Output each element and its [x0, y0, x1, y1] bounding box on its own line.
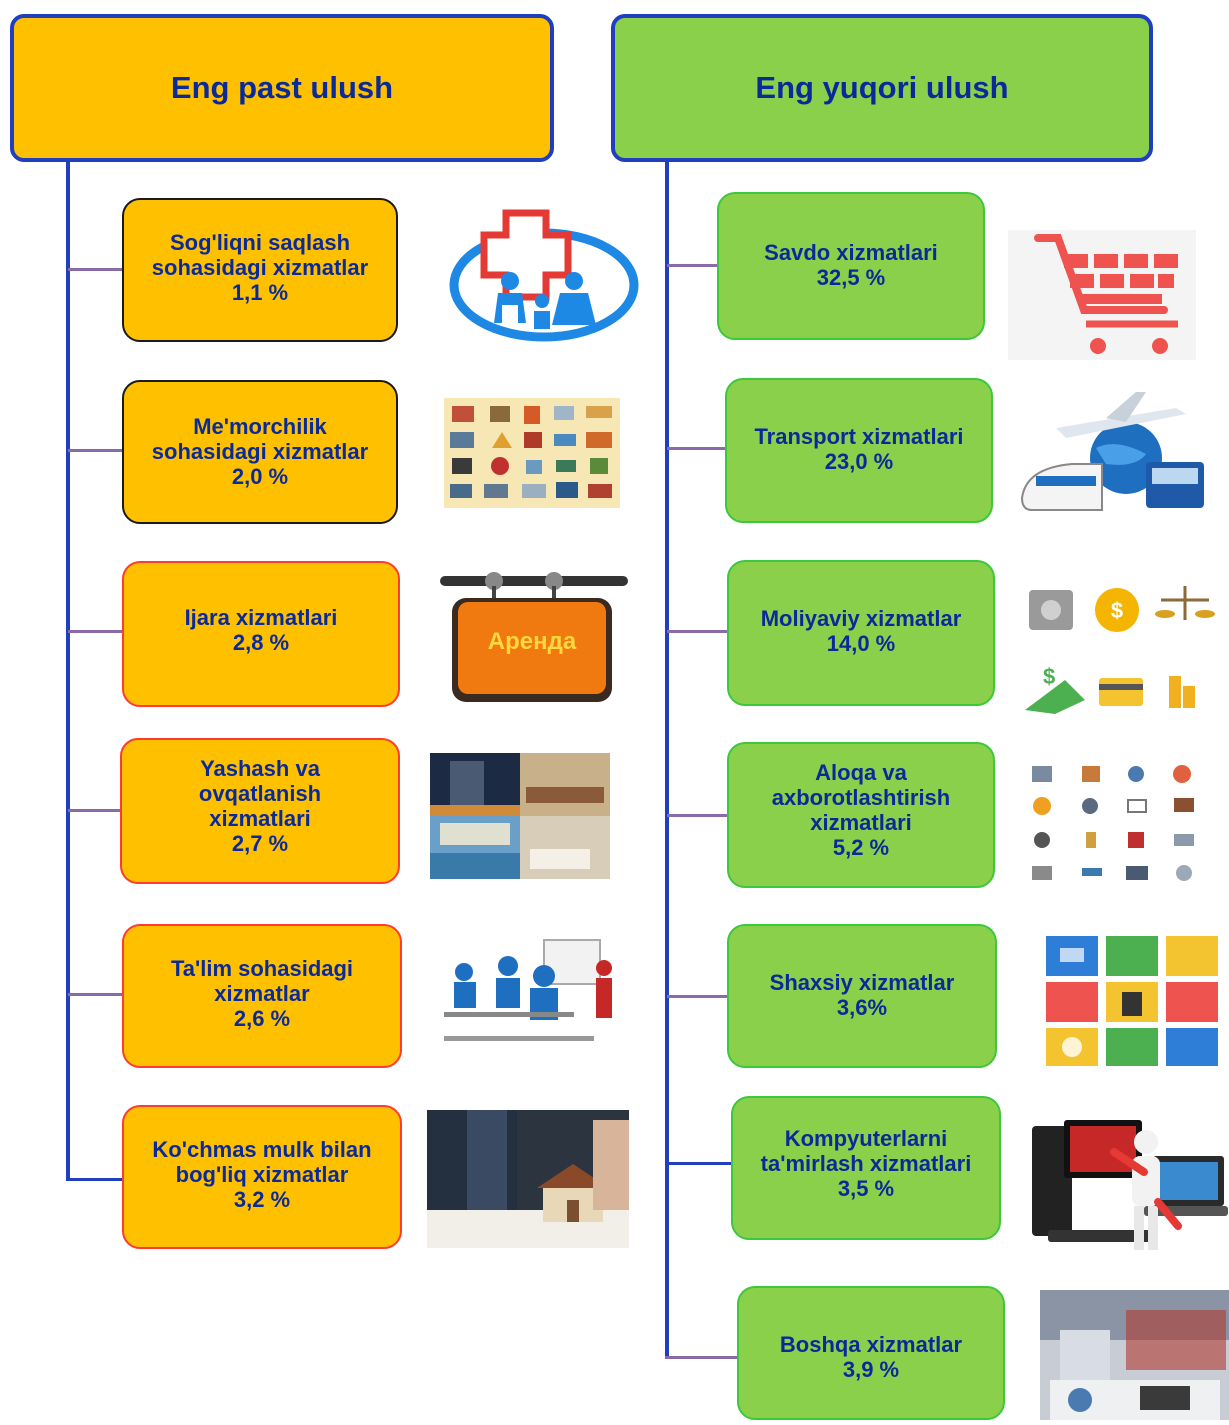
item-label-line: ovqatlanish: [198, 781, 322, 806]
item-percent: 3,2 %: [233, 1187, 291, 1212]
hotel-photos: [430, 753, 610, 879]
right-item-personal: Shaxsiy xizmatlar 3,6%: [727, 924, 997, 1068]
left-branch-1: [68, 268, 122, 271]
item-label-line: sohasidagi xizmatlar: [151, 439, 369, 464]
office-work-photo: [1040, 1290, 1229, 1420]
item-percent: 3,9 %: [842, 1357, 900, 1382]
svg-text:$: $: [1043, 664, 1055, 689]
left-header: Eng past ulush: [10, 14, 554, 162]
right-item-other: Boshqa xizmatlar 3,9 %: [737, 1286, 1005, 1420]
left-item-accommodation: Yashash va ovqatlanish xizmatlari 2,7 %: [120, 738, 400, 884]
item-label-line: Boshqa xizmatlar: [779, 1332, 963, 1357]
item-label-line: xizmatlari: [209, 806, 311, 831]
item-label-line: Moliyaviy xizmatlar: [760, 606, 962, 631]
right-item-finance: Moliyaviy xizmatlar 14,0 %: [727, 560, 995, 706]
left-item-education: Ta'lim sohasidagi xizmatlar 2,6 %: [122, 924, 402, 1068]
item-label-line: xizmatlar: [214, 981, 310, 1006]
item-label-line: Ta'lim sohasidagi: [170, 956, 354, 981]
item-label-line: Sog'liqni saqlash: [169, 230, 351, 255]
item-label-line: Ijara xizmatlari: [184, 605, 338, 630]
item-percent: 2,7 %: [231, 831, 289, 856]
item-percent: 32,5 %: [816, 265, 886, 290]
item-label-line: Transport xizmatlari: [754, 424, 964, 449]
item-label-line: Aloqa va: [815, 760, 907, 785]
left-trunk-foot: [66, 1178, 122, 1181]
left-branch-4: [68, 809, 120, 812]
svg-text:$: $: [1111, 598, 1123, 623]
item-percent: 2,0 %: [231, 464, 289, 489]
left-branch-2: [68, 449, 122, 452]
item-label-line: Me'morchilik: [193, 414, 327, 439]
shopping-cart-icon: [1008, 230, 1196, 360]
item-label-line: sohasidagi xizmatlar: [151, 255, 369, 280]
personal-services-icons: [1044, 934, 1220, 1068]
left-branch-3: [68, 630, 122, 633]
right-header-title: Eng yuqori ulush: [755, 70, 1009, 105]
item-percent: 23,0 %: [824, 449, 894, 474]
rent-sign-icon: Аренда: [436, 566, 632, 706]
classroom-icon: [424, 926, 620, 1066]
architecture-icons: [444, 398, 620, 508]
left-trunk-line: [66, 158, 70, 1180]
item-percent: 3,5 %: [837, 1176, 895, 1201]
left-header-title: Eng past ulush: [170, 70, 394, 105]
right-branch-1: [667, 264, 717, 267]
right-branch-5: [667, 995, 727, 998]
healthcare-family-icon: [448, 205, 640, 345]
finance-icons: $ $: [1019, 580, 1215, 716]
right-item-trade: Savdo xizmatlari 32,5 %: [717, 192, 985, 340]
item-label-line: ta'mirlash xizmatlari: [760, 1151, 972, 1176]
item-percent: 1,1 %: [231, 280, 289, 305]
right-item-communication: Aloqa va axborotlashtirish xizmatlari 5,…: [727, 742, 995, 888]
item-label-line: Ko'chmas mulk bilan: [152, 1137, 372, 1162]
right-item-computer-repair: Kompyuterlarni ta'mirlash xizmatlari 3,5…: [731, 1096, 1001, 1240]
left-branch-5: [68, 993, 122, 996]
item-percent: 2,8 %: [232, 630, 290, 655]
item-label-line: Savdo xizmatlari: [764, 240, 938, 265]
item-percent: 5,2 %: [832, 835, 890, 860]
item-label-line: axborotlashtirish: [771, 785, 951, 810]
right-branch-4: [667, 814, 727, 817]
right-trunk-foot: [665, 1356, 737, 1359]
item-percent: 14,0 %: [826, 631, 896, 656]
right-trunk-line: [665, 158, 669, 1358]
item-label-line: Kompyuterlarni: [784, 1126, 948, 1151]
communication-icons: [1024, 760, 1204, 888]
right-item-transport: Transport xizmatlari 23,0 %: [725, 378, 993, 523]
right-branch-3: [667, 630, 727, 633]
item-percent: 2,6 %: [233, 1006, 291, 1031]
right-branch-6: [667, 1162, 731, 1165]
right-header: Eng yuqori ulush: [611, 14, 1153, 162]
item-label-line: Shaxsiy xizmatlar: [769, 970, 955, 995]
left-item-health: Sog'liqni saqlash sohasidagi xizmatlar 1…: [122, 198, 398, 342]
rent-sign-text: Аренда: [487, 628, 577, 655]
real-estate-photo: [427, 1110, 629, 1248]
item-label-line: Yashash va: [200, 756, 320, 781]
computer-repair-icon: [1028, 1112, 1228, 1258]
transport-icon: [1016, 388, 1208, 522]
left-item-architecture: Me'morchilik sohasidagi xizmatlar 2,0 %: [122, 380, 398, 524]
left-item-rent: Ijara xizmatlari 2,8 %: [122, 561, 400, 707]
right-branch-2: [667, 447, 725, 450]
left-item-real-estate: Ko'chmas mulk bilan bog'liq xizmatlar 3,…: [122, 1105, 402, 1249]
item-percent: 3,6%: [836, 995, 888, 1020]
item-label-line: xizmatlari: [810, 810, 912, 835]
item-label-line: bog'liq xizmatlar: [175, 1162, 349, 1187]
